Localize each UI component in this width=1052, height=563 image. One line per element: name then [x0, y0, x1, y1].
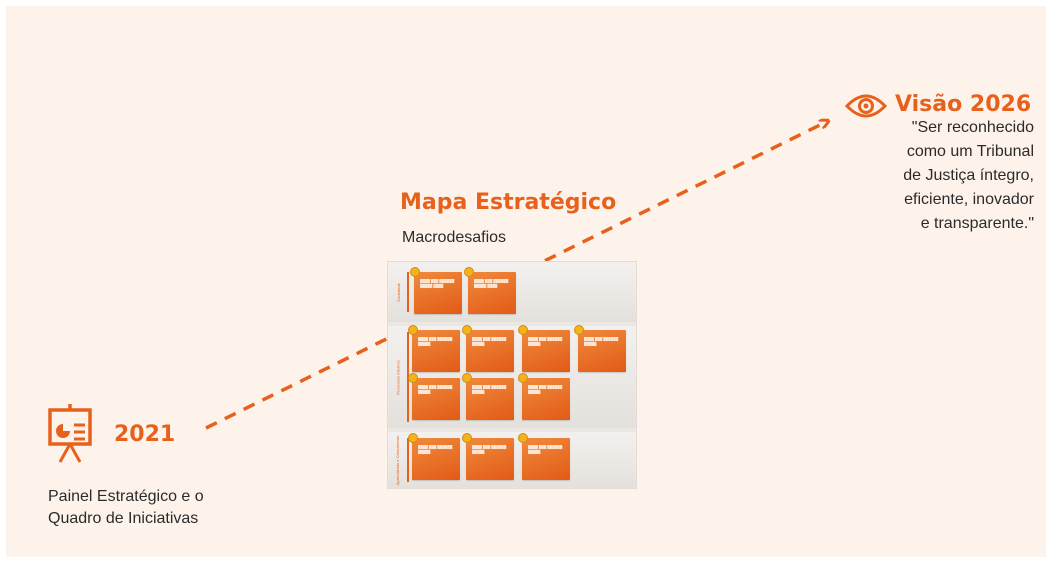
start-description: Painel Estratégico e o Quadro de Iniciat…	[48, 486, 308, 530]
start-year: 2021	[114, 422, 176, 447]
eye-icon	[844, 93, 888, 119]
map-card: ████ ███ ██████ █████	[463, 374, 514, 420]
presentation-board-icon	[46, 404, 102, 466]
map-card: ████ ███ ██████ █████ ████	[465, 268, 516, 314]
map-card: ████ ███ ██████ █████	[409, 326, 460, 372]
map-band-label: Sociedade	[395, 282, 401, 302]
quote-line: de Justiça íntegro,	[903, 167, 1034, 184]
map-card: ████ ███ ██████ █████	[463, 434, 514, 480]
quote-line: "Ser reconhecido	[911, 119, 1034, 136]
mapa-title: Mapa Estratégico	[400, 190, 617, 215]
map-band-label: Processos Internos	[395, 359, 401, 395]
map-card: ████ ███ ██████ █████	[519, 326, 570, 372]
strategic-map-thumbnail: Sociedade ████ ███ ██████ █████ ████ ███…	[388, 262, 636, 488]
map-band-marker	[407, 272, 409, 312]
map-band: Processos Internos ████ ███ ██████ █████…	[388, 326, 636, 428]
map-band: Aprendizado e Crescimento ████ ███ █████…	[388, 432, 636, 488]
map-band-marker	[407, 438, 409, 482]
map-card: ████ ███ ██████ █████	[575, 326, 626, 372]
start-description-line: Quadro de Iniciativas	[48, 510, 199, 527]
map-card: ████ ███ ██████ █████	[463, 326, 514, 372]
quote-line: e transparente."	[920, 215, 1034, 232]
map-band: Sociedade ████ ███ ██████ █████ ████ ███…	[388, 262, 636, 322]
quote-line: como um Tribunal	[906, 143, 1034, 160]
map-card: ████ ███ ██████ █████	[519, 374, 570, 420]
map-card: ████ ███ ██████ █████ ████	[411, 268, 462, 314]
start-description-line: Painel Estratégico e o	[48, 488, 204, 505]
map-card: ████ ███ ██████ █████	[409, 434, 460, 480]
vision-quote: "Ser reconhecido como um Tribunal de Jus…	[814, 116, 1034, 236]
map-band-marker	[407, 332, 409, 422]
mapa-subtitle: Macrodesafios	[402, 229, 507, 246]
map-band-label: Aprendizado e Crescimento	[395, 435, 401, 485]
quote-line: eficiente, inovador	[904, 191, 1034, 208]
map-card: ████ ███ ██████ █████	[409, 374, 460, 420]
visao-title: Visão 2026	[895, 92, 1032, 117]
map-card: ████ ███ ██████ █████	[519, 434, 570, 480]
